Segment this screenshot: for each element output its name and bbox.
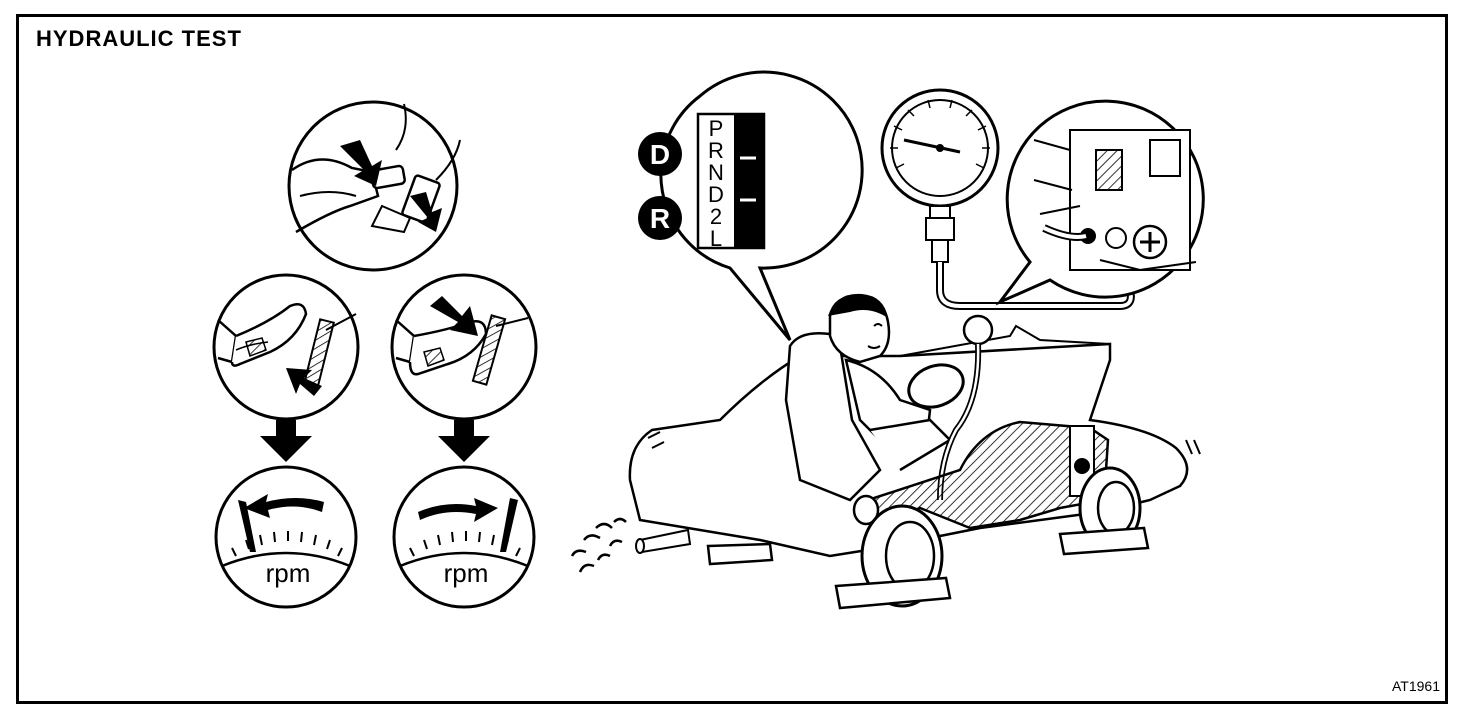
selector-position: L <box>710 226 722 251</box>
selector-position: 2 <box>710 204 722 229</box>
pedal-detail-left <box>212 273 360 421</box>
vehicle-scene <box>570 293 1201 610</box>
tachometer-needle-icon <box>238 500 256 552</box>
arrow-press-icon <box>340 140 382 186</box>
transmission-port-detail <box>995 99 1205 306</box>
arrow-down-icon <box>438 420 490 462</box>
arrow-down-icon <box>260 420 312 462</box>
reverse-badge: R <box>650 203 670 234</box>
exhaust-smoke-icon <box>570 517 627 573</box>
selector-position: D <box>708 182 724 207</box>
pressure-gauge <box>880 88 1135 310</box>
arrow-right-icon <box>418 498 498 522</box>
pedal-detail-right <box>390 273 538 421</box>
arrow-left-icon <box>244 494 324 518</box>
tachometer-label: rpm <box>444 558 489 588</box>
gear-selector-callout: D R P R N D 2 L <box>638 70 864 341</box>
arrow-release-icon <box>286 368 322 396</box>
arrow-press-icon <box>430 296 478 336</box>
page-title: HYDRAULIC TEST <box>36 26 242 51</box>
selector-position: R <box>708 138 724 163</box>
tachometer-left: rpm <box>214 465 358 609</box>
tachometer-right: rpm <box>392 465 536 609</box>
arrow-release-icon <box>410 192 442 232</box>
figure-code: AT1961 <box>1392 678 1440 694</box>
tachometer-needle-icon <box>500 498 518 552</box>
selector-position: P <box>709 116 724 141</box>
gauge-needle-icon <box>903 138 961 154</box>
tachometer-label: rpm <box>266 558 311 588</box>
pedal-detail-top <box>287 100 461 272</box>
selector-position: N <box>708 160 724 185</box>
drive-badge: D <box>650 139 670 170</box>
